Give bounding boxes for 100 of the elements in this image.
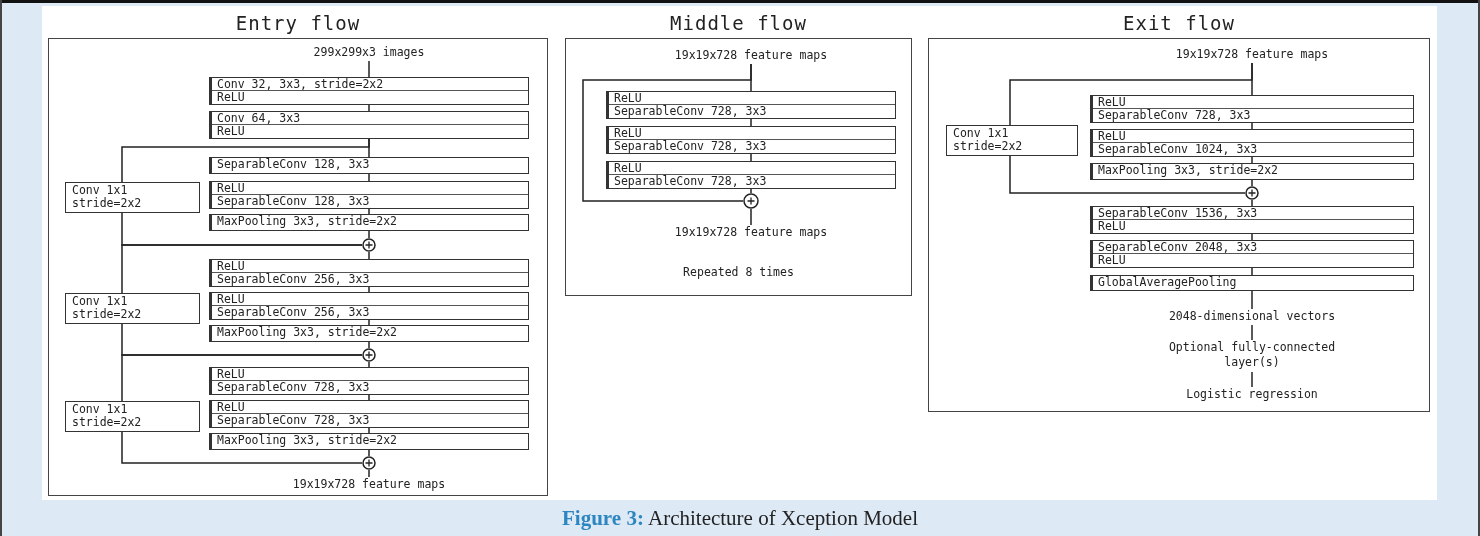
add-operation-circle — [362, 456, 376, 470]
layer-label: SeparableConv 728, 3x3 — [609, 104, 895, 117]
layer-label: SeparableConv 728, 3x3 — [212, 380, 528, 393]
connector-line — [368, 173, 370, 182]
layer-label: ReLU — [216, 368, 246, 380]
layer-label: SeparableConv 728, 3x3 — [1093, 108, 1413, 121]
connector-line — [368, 341, 370, 349]
layer-label: ReLU — [212, 124, 528, 137]
tensor-label: Logistic regression — [1142, 387, 1362, 403]
connector-line — [368, 427, 370, 434]
figure-caption: Figure 3: Architecture of Xception Model — [561, 506, 919, 531]
add-operation-circle — [362, 348, 376, 362]
connector-line — [368, 286, 370, 293]
conv-box — [65, 293, 200, 324]
layer-label: Conv 32, 3x3, stride=2x2 — [216, 78, 385, 90]
layer-label: ReLU — [216, 293, 246, 305]
layer-label: SeparableConv 728, 3x3 — [609, 174, 895, 187]
connector-line — [750, 208, 752, 226]
connector-line — [1251, 267, 1253, 276]
connector-line — [368, 104, 370, 112]
add-operation-circle — [1245, 186, 1259, 200]
layer-label: SeparableConv 128, 3x3 — [216, 158, 371, 170]
connector-line — [1251, 324, 1253, 341]
layer-label: ReLU — [216, 260, 246, 272]
connector-line — [1009, 155, 1246, 194]
layer-box — [209, 433, 529, 450]
layer-label: ReLU — [613, 127, 643, 139]
layer-box — [209, 325, 529, 342]
layer-label: GlobalAveragePooling — [1097, 276, 1238, 288]
connector-line — [368, 251, 370, 260]
conv-box — [65, 182, 200, 213]
connector-line — [121, 431, 363, 464]
layer-label: ReLU — [613, 92, 643, 104]
layer-label: SeparableConv 728, 3x3 — [609, 139, 895, 152]
layer-label: Conv 64, 3x3 — [216, 112, 302, 124]
panel-title: Entry flow — [234, 12, 362, 34]
tensor-label: 19x19x728 feature maps — [1142, 47, 1362, 63]
layer-box — [209, 259, 529, 287]
layer-box — [1090, 206, 1414, 234]
layer-label: SeparableConv 2048, 3x3 — [1097, 241, 1259, 253]
connector-line — [750, 118, 752, 127]
connector-line — [368, 60, 370, 78]
connector-line — [1251, 122, 1253, 130]
connector-line — [750, 153, 752, 162]
layer-label: MaxPooling 3x3, stride=2x2 — [216, 434, 398, 446]
layer-label: Conv 1x1 stride=2x2 — [72, 295, 143, 321]
connector-line — [368, 208, 370, 215]
connector-line — [368, 449, 370, 457]
connector-line — [368, 319, 370, 326]
layer-label: MaxPooling 3x3, stride=2x2 — [1097, 164, 1279, 176]
layer-box — [1090, 95, 1414, 123]
layer-box — [209, 292, 529, 320]
layer-label: MaxPooling 3x3, stride=2x2 — [216, 215, 398, 227]
conv-box — [946, 125, 1078, 156]
layer-box — [1090, 275, 1414, 291]
layer-box — [1090, 129, 1414, 157]
tensor-label: 299x299x3 images — [266, 45, 472, 61]
layer-label: ReLU — [212, 90, 528, 103]
connector-line — [1251, 199, 1253, 207]
panel-title: Exit flow — [1122, 12, 1236, 34]
layer-label: ReLU — [1093, 253, 1413, 266]
conv-box — [65, 401, 200, 432]
connector-line — [1251, 179, 1253, 187]
layer-label: ReLU — [216, 401, 246, 413]
layer-label: SeparableConv 128, 3x3 — [212, 194, 528, 207]
layer-box — [209, 214, 529, 231]
connector-line — [1009, 62, 1253, 126]
layer-label: Conv 1x1 stride=2x2 — [72, 184, 143, 210]
layer-box — [1090, 240, 1414, 268]
connector-line — [121, 244, 363, 294]
layer-label: SeparableConv 728, 3x3 — [212, 413, 528, 426]
layer-box — [606, 91, 896, 119]
tensor-label: 19x19x728 feature maps — [646, 48, 856, 64]
connector-line — [121, 354, 363, 402]
layer-label: Conv 1x1 stride=2x2 — [72, 403, 143, 429]
layer-box — [209, 367, 529, 395]
connector-line — [368, 394, 370, 401]
layer-box — [209, 77, 529, 105]
layer-box — [209, 181, 529, 209]
layer-label: Conv 1x1 stride=2x2 — [953, 127, 1024, 153]
layer-label: SeparableConv 256, 3x3 — [212, 305, 528, 318]
tensor-label: 19x19x728 feature maps — [646, 225, 856, 241]
connector-line — [368, 469, 370, 478]
layer-box — [1090, 163, 1414, 180]
layer-label: ReLU — [613, 162, 643, 174]
add-operation-circle — [743, 193, 759, 209]
layer-label: MaxPooling 3x3, stride=2x2 — [216, 326, 398, 338]
layer-label: ReLU — [1097, 130, 1127, 142]
connector-line — [1251, 290, 1253, 310]
layer-box — [209, 157, 529, 174]
connector-line — [368, 361, 370, 368]
connector-line — [121, 138, 370, 183]
layer-box — [606, 126, 896, 154]
layer-label: ReLU — [1097, 96, 1127, 108]
add-operation-circle — [362, 238, 376, 252]
layer-box — [209, 111, 529, 139]
connector-line — [750, 188, 752, 194]
layer-label: ReLU — [216, 182, 246, 194]
tensor-label: 2048-dimensional vectors — [1117, 309, 1387, 325]
tensor-label: 19x19x728 feature maps — [259, 477, 479, 493]
